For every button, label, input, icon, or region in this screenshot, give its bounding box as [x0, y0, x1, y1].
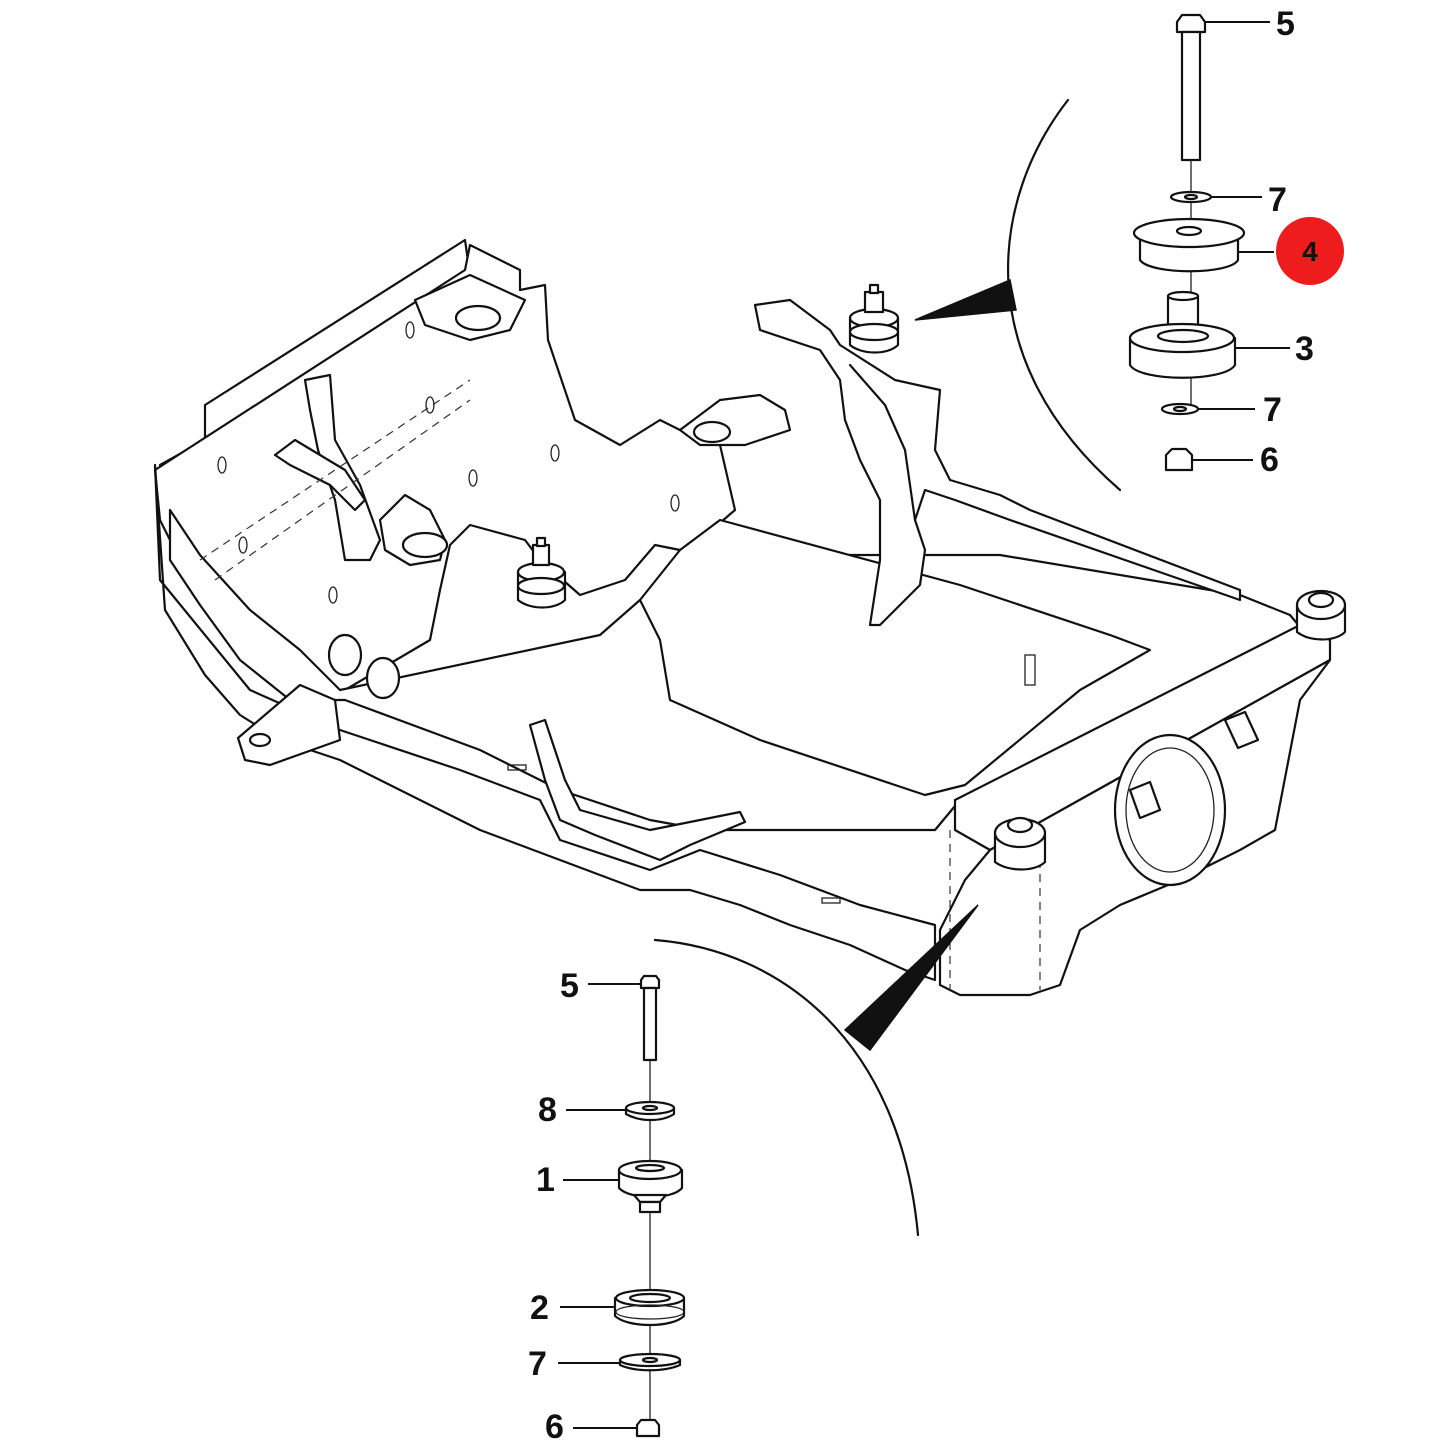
detail-bottom: 5 8 1 2 7 6 — [528, 904, 979, 1445]
frame-lower-bracket — [528, 718, 747, 862]
bottom-callout-5: 5 — [560, 967, 579, 1005]
top-nut — [1164, 447, 1194, 472]
bottom-nut — [635, 1418, 661, 1438]
frame-slots — [217, 321, 1036, 904]
top-callout-7-lower: 7 — [1263, 391, 1282, 429]
bottom-callout-8: 8 — [538, 1091, 557, 1129]
top-callout-4: 4 — [1302, 236, 1318, 267]
top-washer-upper — [1169, 190, 1213, 204]
frame-assembly — [153, 238, 1347, 997]
bottom-washer-upper — [624, 1100, 676, 1122]
bottom-callout-2: 2 — [530, 1289, 549, 1327]
detail-bottom-pointer — [843, 904, 979, 1052]
detail-bottom-arc — [653, 938, 920, 1237]
bottom-isolator-upper — [617, 1159, 684, 1214]
detail-top-arc — [1007, 98, 1122, 492]
frame-middle-bracket — [753, 298, 1242, 627]
top-bolt — [1175, 13, 1207, 410]
mount-isolator-front-left — [516, 536, 567, 609]
detail-top-pointer — [914, 278, 1017, 321]
frame-center-plate — [638, 518, 1152, 797]
highlight-badge — [1276, 217, 1344, 285]
bottom-callout-7: 7 — [528, 1345, 547, 1383]
detail-top: 5 7 4 3 7 6 — [914, 5, 1344, 492]
top-callout-7-upper: 7 — [1268, 181, 1287, 219]
top-washer-lower — [1160, 402, 1200, 416]
frame-housing-tab — [1128, 780, 1162, 820]
top-isolator-lower — [1128, 290, 1237, 379]
mount-isolator-rear-right — [1295, 589, 1347, 641]
top-isolator-upper — [1132, 217, 1246, 273]
frame-right-housing-opening — [1113, 733, 1227, 887]
top-callout-5: 5 — [1276, 5, 1295, 43]
bottom-isolator-lower — [613, 1288, 686, 1326]
mount-isolator-rear-left — [848, 283, 900, 354]
bottom-washer-lower — [618, 1352, 682, 1372]
mount-isolator-front-right — [993, 816, 1047, 871]
bottom-callout-6: 6 — [545, 1408, 564, 1445]
top-callout-3: 3 — [1295, 330, 1314, 368]
top-callout-6: 6 — [1260, 441, 1279, 479]
bottom-callout-1: 1 — [536, 1161, 555, 1199]
